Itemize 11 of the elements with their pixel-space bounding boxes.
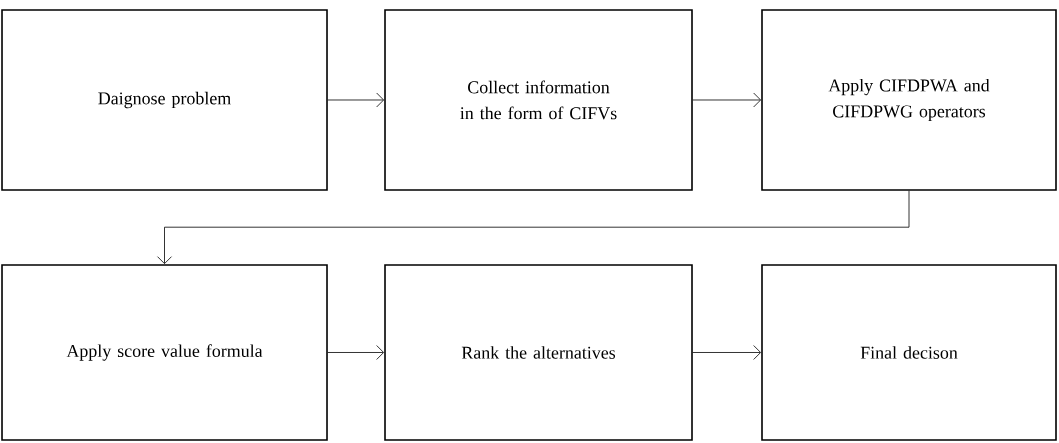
process-box: Apply score value formula [1,264,328,441]
process-box: Apply CIFDPWA and CIFDPWG operators [761,9,1057,191]
arrow [692,345,762,360]
arrow [327,345,385,360]
arrow [157,190,910,265]
process-box: Rank the alternatives [384,264,693,441]
process-box: Collect information in the form of CIFVs [384,9,693,191]
process-box: Daignose problem [1,9,328,191]
process-box: Final decison [761,264,1057,441]
arrow [327,92,385,108]
arrow [692,92,762,108]
